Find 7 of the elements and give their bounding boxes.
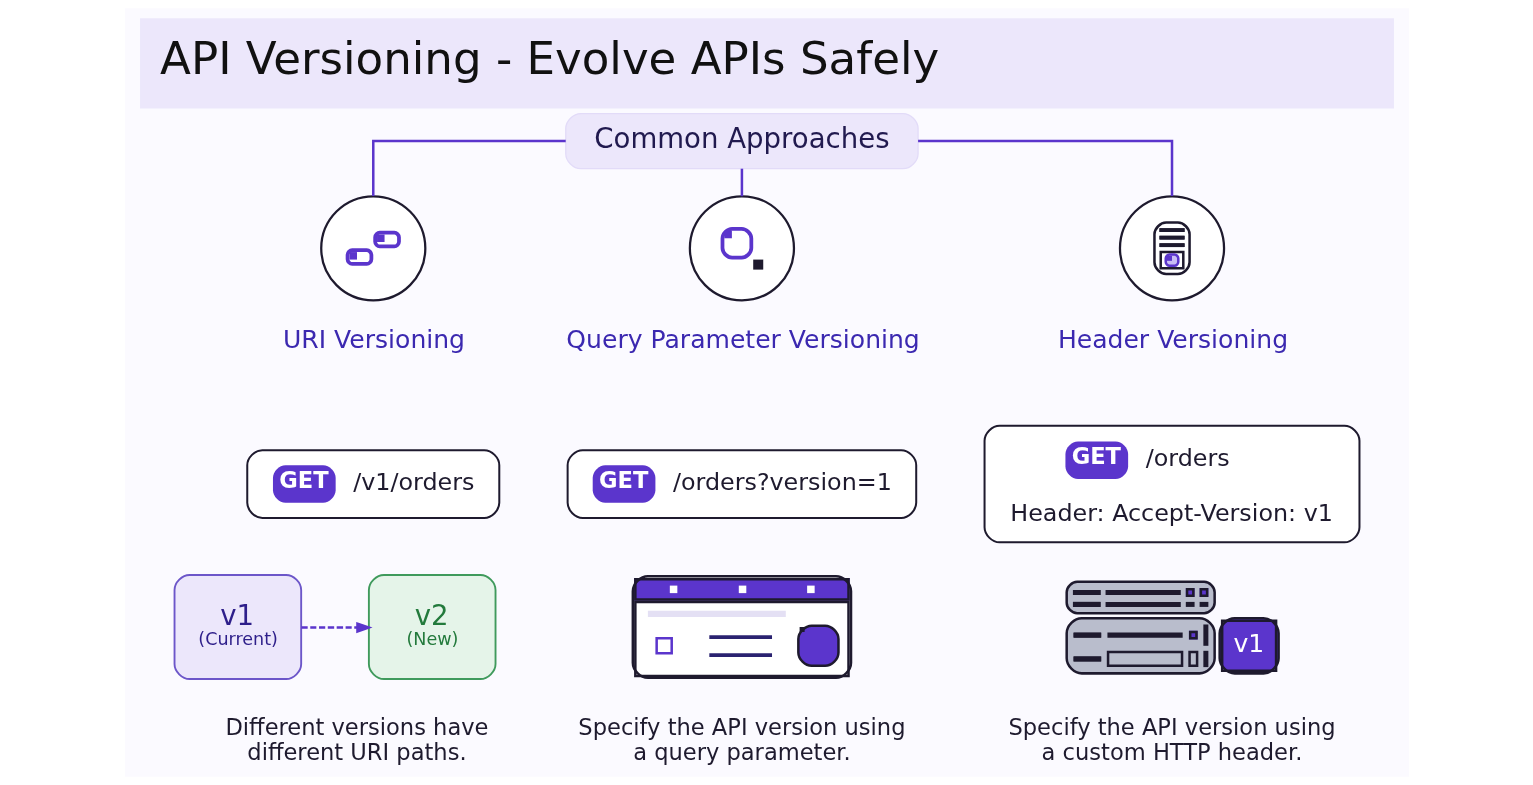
diagram-title: API Versioning - Evolve APIs Safely [159,32,939,86]
node-label: Query Parameter Versioning [565,324,920,354]
label: Specify the API version using a custom HTTP header. [1007,713,1336,765]
node-label: URI Versioning [282,324,465,354]
label: Specify the API version using a query parameter. [577,713,905,765]
node-label: Header Versioning [1057,324,1288,354]
label: Different versions have different URI paths. [224,713,488,765]
